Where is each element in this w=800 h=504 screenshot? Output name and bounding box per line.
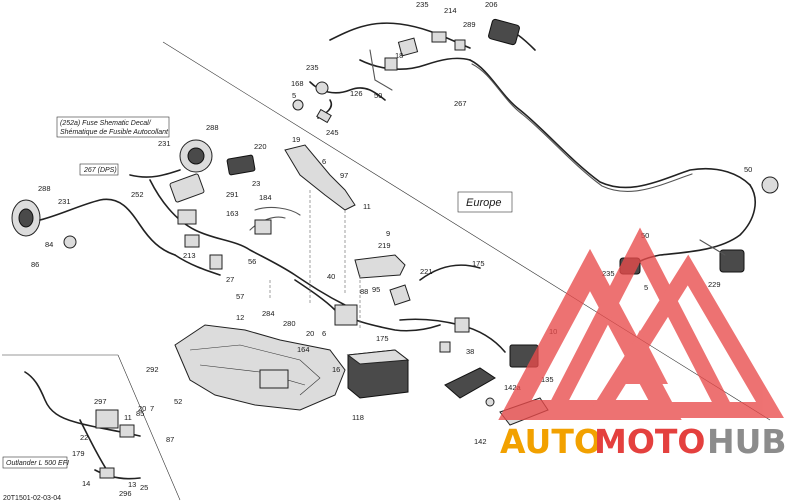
part-label: 9 — [386, 229, 390, 238]
part-label: 292 — [146, 365, 159, 374]
part-label: 7 — [150, 404, 154, 413]
watermark-brand-hub: HUB — [707, 422, 787, 461]
europe-label-box: Europe — [457, 191, 513, 213]
part-label: 245 — [326, 128, 339, 137]
part-number-labels: 235 214 206 289 235 18 126 50 168 5 245 … — [31, 0, 752, 498]
part-label: 175 — [376, 334, 389, 343]
part-label: 12 — [236, 313, 244, 322]
part-label: 50 — [374, 91, 382, 100]
part-label: 235 — [416, 0, 429, 9]
part-label: 164 — [297, 345, 310, 354]
mounting-tray — [174, 324, 346, 411]
callout-line: (252a) Fuse Shematic Decal/ — [60, 120, 152, 127]
watermark-logo — [498, 227, 784, 420]
part-label: 38 — [466, 347, 474, 356]
part-label: 16 — [332, 365, 340, 374]
section-divider-line — [162, 41, 771, 421]
watermark-brand-moto: MOTO — [594, 422, 705, 461]
inset-harness — [24, 371, 141, 480]
part-label: 288 — [206, 123, 219, 132]
part-label: 20 — [306, 329, 314, 338]
dps-callout: 267 (DPS) — [79, 163, 119, 176]
watermark-triangle-icon — [612, 330, 668, 384]
part-label: 252 — [131, 190, 144, 199]
part-label: 168 — [291, 79, 304, 88]
part-label: 179 — [72, 449, 85, 458]
part-label: 206 — [485, 0, 498, 9]
part-label: 11 — [124, 413, 132, 422]
part-label: 6 — [322, 157, 326, 166]
part-label: 25 — [140, 483, 148, 492]
part-label: 13 — [128, 480, 136, 489]
part-label: 126 — [350, 89, 363, 98]
part-label: 85 — [136, 409, 144, 418]
inset-model-label: Outlander L 500 EFI — [2, 456, 69, 469]
part-label: 86 — [31, 260, 39, 269]
part-label: 221 — [420, 267, 433, 276]
part-label: 297 — [94, 397, 107, 406]
part-label: 11 — [363, 202, 371, 211]
inset-border-diagonal — [117, 354, 181, 501]
part-label: 289 — [463, 20, 476, 29]
part-label: 280 — [283, 319, 296, 328]
part-label: 296 — [119, 489, 132, 498]
battery-box — [346, 349, 410, 399]
part-label: 231 — [58, 197, 71, 206]
part-label: 118 — [352, 413, 364, 422]
part-label: 213 — [183, 251, 196, 260]
part-label: 57 — [236, 292, 244, 301]
part-label: 56 — [248, 257, 256, 266]
part-label: 22 — [80, 433, 88, 442]
part-label: 18 — [395, 51, 403, 60]
part-label: 220 — [254, 142, 267, 151]
part-label: 50 — [641, 231, 649, 240]
part-label: 135 — [541, 375, 554, 384]
watermark-text: AUTO MOTO HUB — [500, 422, 787, 461]
part-label: 214 — [444, 6, 457, 15]
part-label: 235 — [602, 269, 615, 278]
top-harness-assembly — [292, 18, 751, 193]
part-label: 20 — [138, 404, 146, 413]
part-label: 84 — [45, 240, 53, 249]
part-label: 27 — [226, 275, 234, 284]
region-label: Europe — [466, 197, 501, 209]
part-label: 267 — [454, 99, 467, 108]
fuse-decal-callout: (252a) Fuse Shematic Decal/ Shématique d… — [56, 116, 170, 138]
part-label: 23 — [252, 179, 260, 188]
callout-text: 267 (DPS) — [83, 167, 117, 174]
part-label: 6 — [322, 329, 326, 338]
part-label: 142a — [504, 383, 522, 392]
center-bracket-assembly — [269, 144, 506, 353]
part-label: 175 — [472, 259, 485, 268]
part-label: 142 — [474, 437, 487, 446]
callout-line: Shématique de Fusible Autocollant — [60, 129, 169, 136]
part-label: 50 — [744, 165, 752, 174]
part-label: 88 — [360, 287, 368, 296]
part-label: 229 — [708, 280, 721, 289]
part-label: 14 — [82, 479, 90, 488]
model-label: Outlander L 500 EFI — [6, 460, 69, 467]
part-label: 40 — [327, 272, 335, 281]
part-label: 87 — [166, 435, 174, 444]
part-label: 163 — [226, 209, 239, 218]
part-label: 291 — [226, 190, 239, 199]
part-label: 19 — [292, 135, 300, 144]
drawing-code: 20T1501-02-03-04 — [3, 495, 61, 502]
part-label: 235 — [306, 63, 319, 72]
part-label: 52 — [174, 397, 182, 406]
part-label: 5 — [644, 283, 648, 292]
part-label: 219 — [378, 241, 391, 250]
headlight-harness-assembly — [11, 139, 346, 306]
part-label: 95 — [372, 285, 380, 294]
part-label: 97 — [340, 171, 348, 180]
part-label: 288 — [38, 184, 51, 193]
watermark-brand-auto: AUTO — [500, 422, 602, 461]
part-label: 5 — [292, 91, 296, 100]
part-label: 284 — [262, 309, 275, 318]
part-label: 184 — [259, 193, 272, 202]
part-label: 231 — [158, 139, 171, 148]
